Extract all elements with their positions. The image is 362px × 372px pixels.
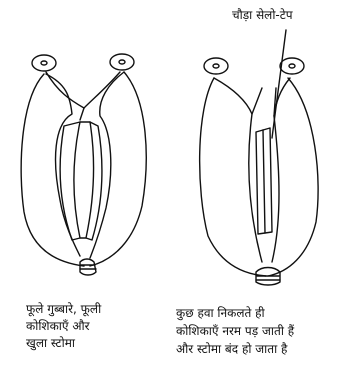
caption-line: खुला स्टोमा — [26, 335, 101, 352]
caption-line: कोशिकाएँ नरम पड़ जाती हैं — [176, 322, 294, 340]
tape-leader-line — [272, 30, 286, 138]
right-nozzle-hole — [119, 60, 125, 64]
closed-stoma-caption: कुछ हवा निकलते ही कोशिकाएँ नरम पड़ जाती … — [176, 304, 294, 358]
right-neck-string — [84, 72, 120, 108]
tape-strip-closed-edge — [263, 130, 265, 233]
right-nozzle — [110, 54, 134, 70]
tape-strip-left — [60, 122, 80, 240]
center-string — [80, 108, 84, 120]
left-nozzle — [32, 55, 56, 71]
left-nozzle-hole — [41, 61, 47, 65]
caption-line: कोशिकाएँ और — [26, 318, 101, 335]
open-stoma-caption: फूले गुब्बारे, फूली कोशिकाएँ और खुला स्ट… — [26, 301, 101, 352]
closed-stoma-model — [200, 30, 318, 285]
stoma-gap — [80, 122, 90, 238]
neck-string-2 — [252, 88, 276, 116]
tape-label: चौड़ा सेलो-टेप — [232, 6, 293, 23]
right-balloon-outer — [90, 72, 146, 266]
caption-line: कुछ हवा निकलते ही — [176, 304, 294, 322]
right-nozzle-2 — [280, 58, 304, 74]
right-nozzle-hole-2 — [289, 64, 295, 68]
left-nozzle-hole-2 — [213, 64, 219, 68]
tie-stripes-2 — [256, 276, 280, 280]
open-stoma-model — [21, 54, 146, 275]
left-balloon-outer-2 — [200, 78, 266, 276]
caption-line: फूले गुब्बारे, फूली — [26, 301, 101, 318]
tape-strip-right — [86, 122, 102, 240]
left-nozzle-2 — [204, 58, 228, 74]
tie-stripes — [80, 265, 96, 269]
balloon-tie — [80, 259, 96, 275]
caption-line: और स्टोमा बंद हो जाता है — [176, 340, 294, 358]
